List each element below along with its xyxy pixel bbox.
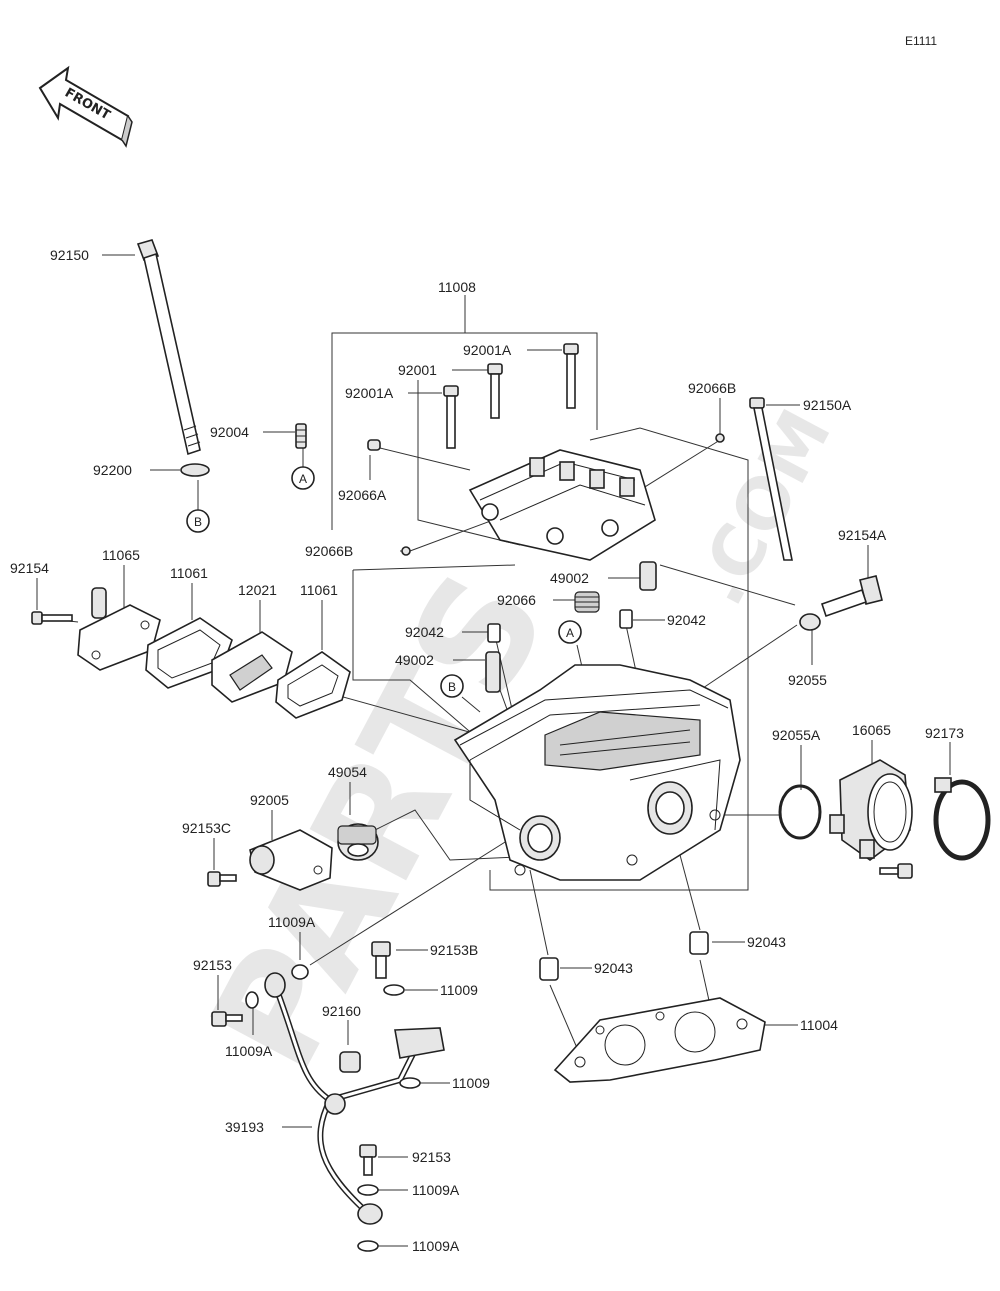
part-label-92154a: 92154A (838, 527, 887, 543)
dowel-pin-92066a (367, 439, 381, 451)
part-label-92150a: 92150A (803, 397, 852, 413)
part-label-11065: 11065 (102, 547, 140, 563)
bolt-92153a (879, 863, 913, 879)
dowel-pin-92066b-upper (715, 433, 725, 443)
bolt-92001a-right (563, 343, 579, 409)
part-label-49002-upper: 49002 (550, 570, 589, 586)
reference-marker-a-top-label: A (299, 472, 307, 486)
bolt-92153c (207, 871, 237, 887)
part-label-11008: 11008 (438, 279, 476, 295)
stud-bolt-92150a (749, 397, 793, 561)
reference-marker-b-top: B (186, 509, 210, 533)
part-label-11009a-left: 11009A (225, 1043, 273, 1059)
reference-marker-a-center-label: A (566, 626, 574, 640)
stud-bolt-92150 (136, 239, 201, 456)
gasket-11061-right (275, 651, 351, 719)
part-label-11061-left: 11061 (170, 565, 208, 581)
washer-11009a-bottom-upper (357, 1184, 379, 1196)
part-label-39193: 39193 (225, 1119, 264, 1135)
part-label-92004: 92004 (210, 424, 249, 440)
spark-plug-seal-92066 (574, 591, 600, 613)
bolt-92001 (487, 363, 503, 419)
part-label-92042-right: 92042 (667, 612, 706, 628)
reference-marker-a-center: A (558, 620, 582, 644)
washer-11009a-left (245, 991, 259, 1009)
bolt-92001a-left (443, 385, 459, 449)
part-label-11009a-top: 11009A (268, 914, 316, 930)
tappet-49002-lower (485, 651, 501, 693)
clamp-92173 (933, 777, 991, 861)
part-label-92042-left: 92042 (405, 624, 444, 640)
part-label-92001a-left: 92001A (345, 385, 394, 401)
bolt-92153-bottom (359, 1144, 377, 1176)
part-label-92005: 92005 (250, 792, 289, 808)
part-label-92055a: 92055A (772, 727, 821, 743)
part-label-92154: 92154 (10, 560, 49, 576)
part-label-92043-right: 92043 (747, 934, 786, 950)
part-label-92160: 92160 (322, 1003, 361, 1019)
oil-pipe-39193 (264, 972, 445, 1225)
dowel-92042-left (487, 623, 501, 643)
part-label-11009a-bottom-upper: 11009A (412, 1182, 460, 1198)
bolt-92153b (371, 941, 391, 979)
part-labels: 92150 11008 92001A 92001 92001A 92066B 9… (10, 247, 964, 1254)
washer-11009-lower (399, 1077, 421, 1089)
leader-lines (36, 254, 951, 1247)
part-label-92066b-lower: 92066B (305, 543, 353, 559)
part-label-11009a-bottom-lower: 11009A (412, 1238, 460, 1254)
part-label-92153b: 92153B (430, 942, 478, 958)
head-gasket-11004 (553, 997, 766, 1083)
damper-92160 (339, 1051, 361, 1073)
part-label-92055: 92055 (788, 672, 827, 688)
part-label-92173: 92173 (925, 725, 964, 741)
part-label-92066: 92066 (497, 592, 536, 608)
cylinder-head (453, 664, 741, 881)
part-label-92001: 92001 (398, 362, 437, 378)
bolt-92154a (820, 575, 883, 618)
tappet-49002-upper (639, 561, 657, 591)
part-label-92001a-right: 92001A (463, 342, 512, 358)
o-ring-92055a (778, 784, 822, 840)
part-label-49054: 49054 (328, 764, 367, 780)
reference-marker-b-top-label: B (194, 515, 202, 529)
diagram-code: E1111 (905, 34, 937, 48)
part-label-92043-left: 92043 (594, 960, 633, 976)
part-label-92066b-top: 92066B (688, 380, 736, 396)
part-label-11009-lower: 11009 (452, 1075, 490, 1091)
bolt-92153-left (211, 1011, 243, 1027)
part-label-16065: 16065 (852, 722, 891, 738)
collar-92043-right (689, 931, 709, 955)
part-label-11061-right: 11061 (300, 582, 338, 598)
part-label-92153-bottom: 92153 (412, 1149, 451, 1165)
part-label-92150: 92150 (50, 247, 89, 263)
part-label-49002-lower: 49002 (395, 652, 434, 668)
reference-marker-b-center: B (440, 674, 464, 698)
part-label-92066a: 92066A (338, 487, 387, 503)
bolt-92154 (31, 611, 73, 625)
part-label-11004: 11004 (800, 1017, 838, 1033)
seal-92055 (799, 613, 821, 631)
dowel-92042-right (619, 609, 633, 629)
washer-11009a-top (291, 964, 309, 980)
reference-marker-b-center-label: B (448, 680, 456, 694)
dowel-pin-92066b-lower (401, 546, 411, 556)
intake-holder-16065 (829, 759, 913, 861)
stud-92004 (295, 423, 307, 449)
fitting-92005 (249, 829, 333, 891)
washer-92200 (180, 463, 210, 477)
front-arrow-icon: FRONT (38, 65, 133, 148)
part-label-92153c: 92153C (182, 820, 231, 836)
camshaft-holder-11008 (468, 449, 656, 561)
washer-11009a-bottom-lower (357, 1240, 379, 1252)
collar-92043-left (539, 957, 559, 981)
washer-11009-upper (383, 984, 405, 996)
part-label-12021: 12021 (238, 582, 277, 598)
reference-marker-a-top: A (291, 466, 315, 490)
part-label-92200: 92200 (93, 462, 132, 478)
part-label-11009-upper: 11009 (440, 982, 478, 998)
thermostat-49054 (337, 823, 379, 861)
part-label-92153-left: 92153 (193, 957, 232, 973)
